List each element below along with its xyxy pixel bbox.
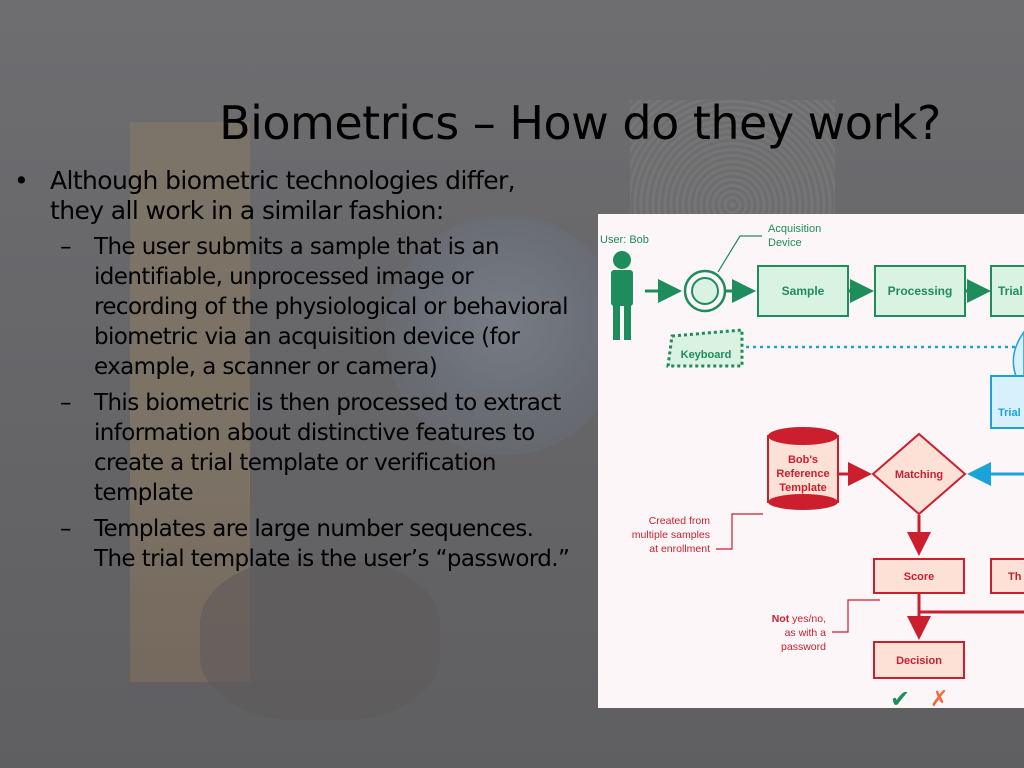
checkmark-icon: ✔ <box>890 686 910 708</box>
sub-bullet-3: – Templates are large number sequences. … <box>60 514 574 574</box>
keyboard-label: Keyboard <box>681 349 732 361</box>
reference-line3: Template <box>779 482 826 494</box>
user-label: User: Bob <box>600 234 649 246</box>
score-box: Score <box>873 558 965 594</box>
reference-line2: Reference <box>776 468 829 480</box>
threshold-box: Th <box>990 558 1024 594</box>
processing-label: Processing <box>888 284 953 298</box>
created-note-line1: Created from <box>649 515 711 527</box>
trial-box-top: Trial <box>990 265 1024 317</box>
decision-box: Decision <box>873 641 965 679</box>
reference-template-database-icon: Bob's Reference Template <box>767 427 839 510</box>
not-note-bold: Not <box>772 613 790 625</box>
processing-box: Processing <box>874 265 966 317</box>
trial-box-right: Trial <box>990 330 1024 429</box>
cross-icon: ✗ <box>930 686 948 708</box>
created-note-line2: multiple samples <box>632 529 710 541</box>
acquisition-label-word-1: Acquisition <box>768 223 821 235</box>
not-note-rest: yes/no, <box>789 613 826 625</box>
sub-bullet-3-text: Templates are large number sequences. Th… <box>94 516 570 572</box>
threshold-partial-label: Th <box>1008 571 1022 583</box>
score-label: Score <box>904 571 935 583</box>
not-note-line1: Not yes/no, <box>772 613 826 625</box>
trial-top-label: Trial <box>998 284 1023 298</box>
sub-bullet-2-text: This biometric is then processed to extr… <box>94 390 561 506</box>
bullet-list: • Although biometric technologies differ… <box>14 166 574 580</box>
sample-box: Sample <box>757 265 849 317</box>
dash-marker: – <box>60 234 72 260</box>
sub-bullet-1: – The user submits a sample that is an i… <box>60 232 574 382</box>
bullet-main-text: Although biometric technologies differ, … <box>50 166 516 225</box>
trial-right-label: Trial <box>998 407 1021 419</box>
created-note-line3: at enrollment <box>649 543 710 555</box>
bullet-dot: • <box>14 166 29 195</box>
matching-decision-diamond: Matching <box>871 432 967 516</box>
reference-line1: Bob's <box>788 454 818 466</box>
sub-bullet-list: – The user submits a sample that is an i… <box>14 232 574 574</box>
sample-label: Sample <box>782 284 825 298</box>
decision-label: Decision <box>896 655 942 667</box>
dash-marker: – <box>60 390 72 416</box>
sub-bullet-2: – This biometric is then processed to ex… <box>60 388 574 508</box>
keyboard-box: Keyboard <box>666 328 744 368</box>
not-note-line2: as with a <box>785 627 827 639</box>
sub-bullet-1-text: The user submits a sample that is an ide… <box>94 234 568 380</box>
acquisition-label-word-2: Device <box>768 237 802 249</box>
slide-title: Biometrics – How do they work? <box>219 96 941 150</box>
dash-marker: – <box>60 516 72 542</box>
acquisition-device-icon <box>683 269 727 313</box>
user-person-icon <box>611 251 633 340</box>
bullet-main: • Although biometric technologies differ… <box>14 166 574 226</box>
not-note-line3: password <box>781 641 826 653</box>
matching-label: Matching <box>895 469 943 481</box>
